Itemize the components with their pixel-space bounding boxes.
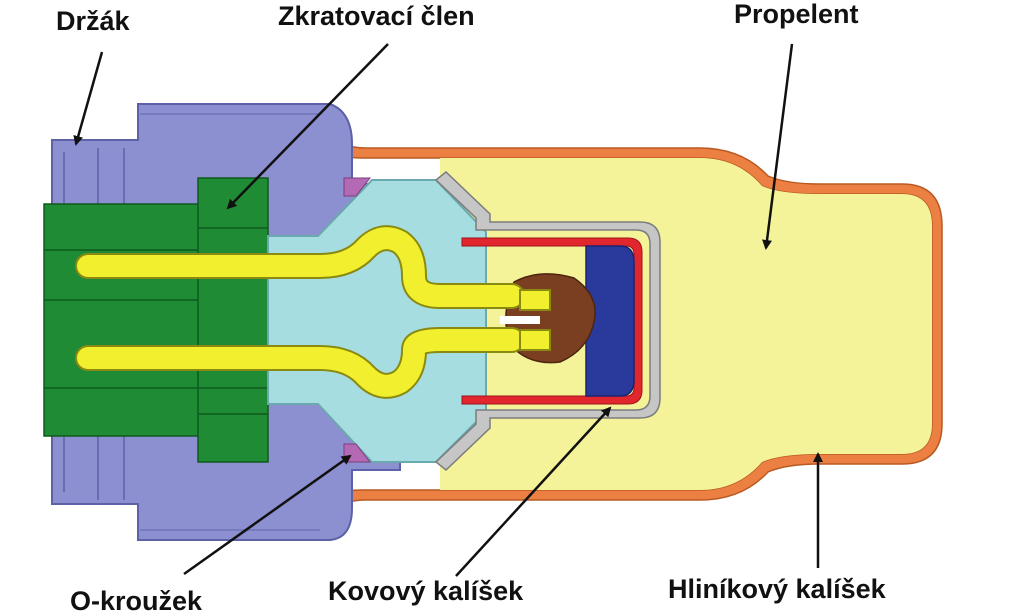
label-metal-cup: Kovový kalíšek: [328, 576, 524, 606]
contact-pins: [75, 225, 551, 399]
arrow-metal-cup: [455, 406, 612, 577]
label-propellant: Propelent: [734, 0, 859, 29]
label-shorting-member: Zkratovací člen: [278, 1, 475, 31]
metal-cup: [434, 171, 661, 471]
arrow-propellant: [762, 43, 794, 250]
shorting-member-body: [197, 177, 269, 463]
o-ring-top: [343, 177, 372, 197]
pin-tip-upper: [519, 289, 551, 311]
connector-body: [43, 203, 201, 437]
callout-arrows: [73, 43, 823, 577]
primary-charge: [585, 245, 635, 397]
label-aluminium-cup: Hliníkový kalíšek: [668, 574, 887, 604]
arrow-shorting-member: [226, 43, 389, 210]
arrow-o-ring: [183, 454, 352, 576]
inner-cup: [461, 237, 643, 405]
label-holder: Držák: [56, 6, 131, 36]
label-o-ring: O-kroužek: [70, 586, 203, 614]
arrow-holder: [73, 51, 104, 146]
pin-tip-lower: [519, 329, 551, 351]
